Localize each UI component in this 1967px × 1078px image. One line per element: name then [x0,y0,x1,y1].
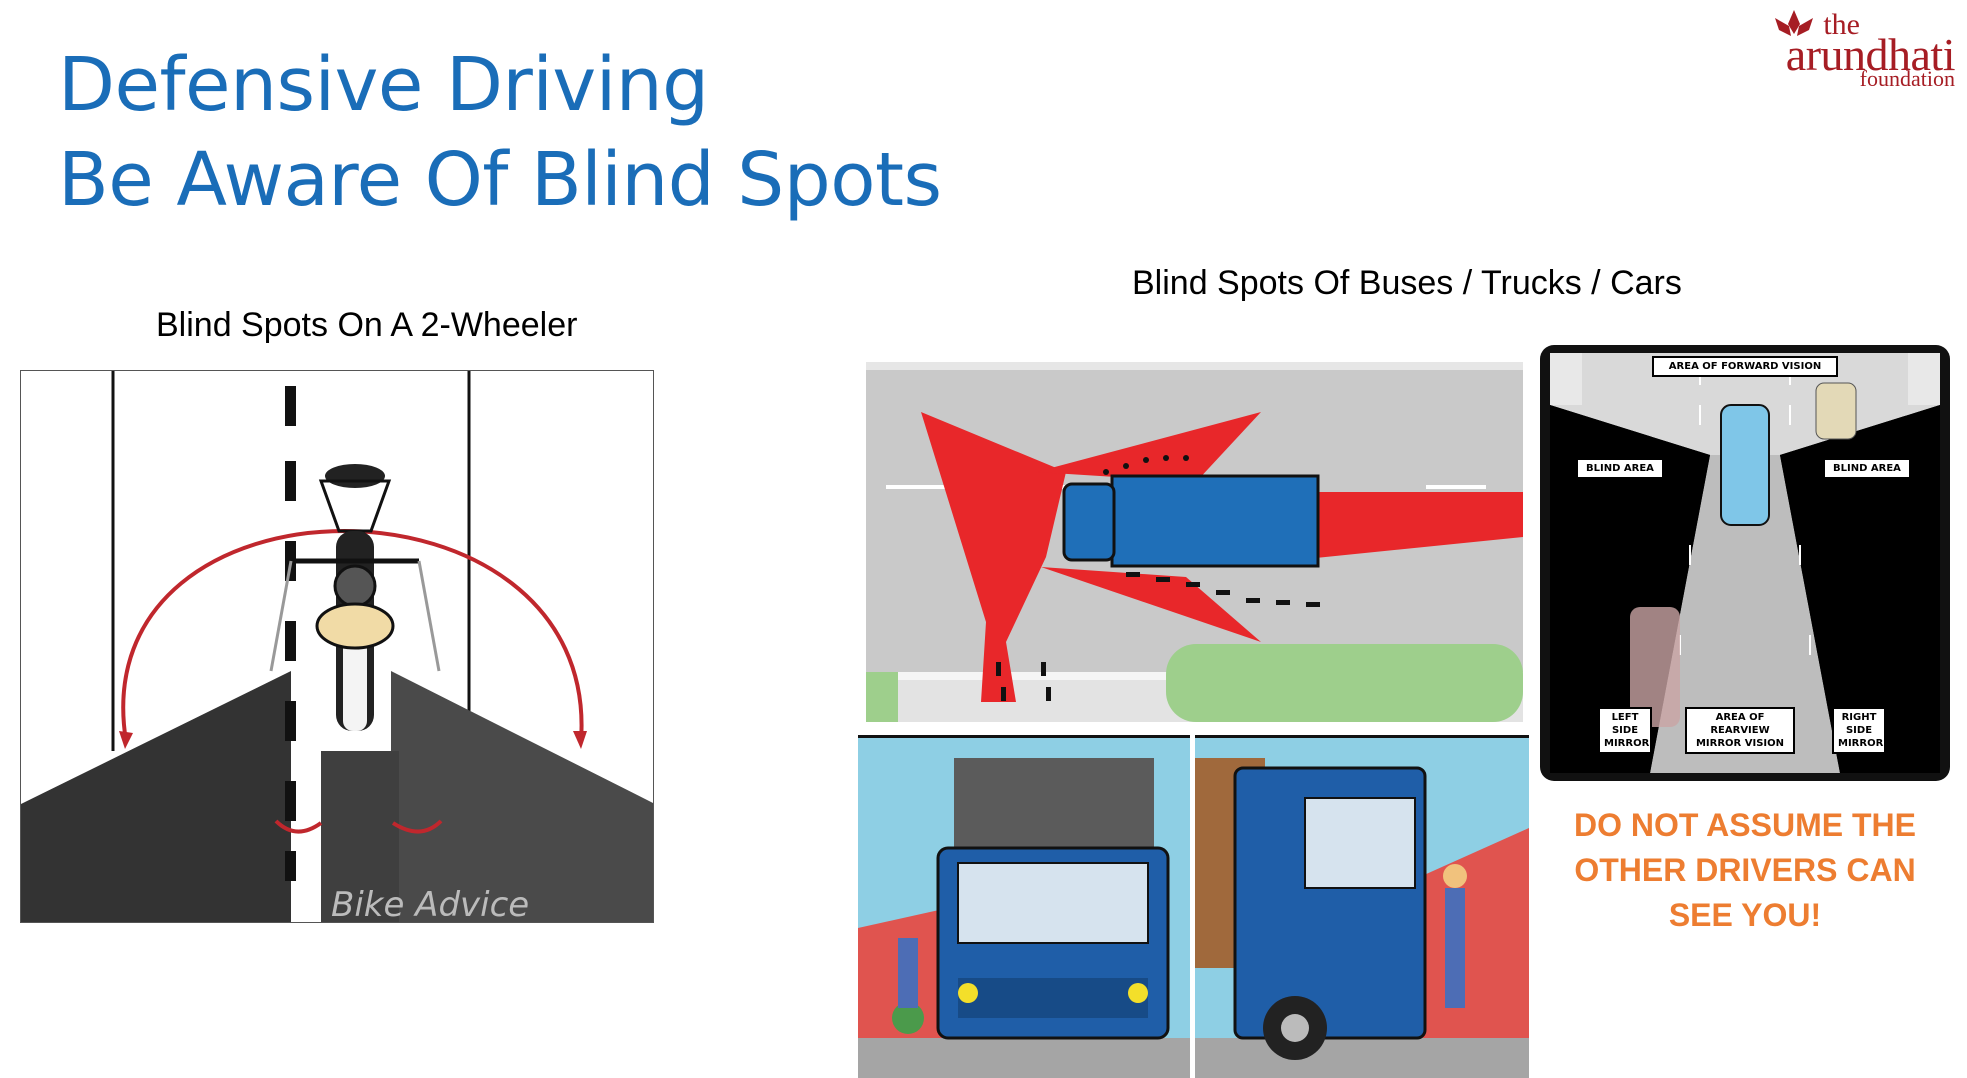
blind-area-right-label: BLIND AREA [1823,458,1911,479]
lotus-icon [1775,10,1813,36]
bike-advice-watermark: Bike Advice [331,885,529,923]
slide-title-line-2: Be Aware Of Blind Spots [58,137,942,223]
forward-vision-label: AREA OF FORWARD VISION [1652,356,1838,377]
logo-name: arundhati [1785,29,1956,80]
logo-foundation: foundation [1859,66,1955,91]
truck-side-blind-zone-illustration [1195,735,1529,1078]
logo-the: the [1823,8,1860,41]
two-wheeler-blind-spot-diagram: Bike Advice [20,370,654,923]
two-wheeler-caption: Blind Spots On A 2-Wheeler [156,306,578,344]
truck-front-blind-zone-illustration [858,735,1190,1078]
rearview-mirror-label: AREA OF REARVIEW MIRROR VISION [1685,707,1795,754]
left-side-mirror-label: LEFT SIDE MIRROR [1598,707,1652,754]
motorcycle-rider-icon [269,464,441,731]
car-blind-area-diagram: AREA OF FORWARD VISION BLIND AREA BLIND … [1540,345,1950,781]
truck-overhead-blind-zone-diagram [866,362,1523,722]
blind-area-left-label: BLIND AREA [1576,458,1664,479]
right-side-mirror-label: RIGHT SIDE MIRROR [1832,707,1886,754]
slide-title-line-1: Defensive Driving [58,42,709,128]
arundhati-foundation-logo: the arundhati foundation [1765,6,1956,91]
car-icon [1720,404,1770,526]
warning-message: DO NOT ASSUME THE OTHER DRIVERS CAN SEE … [1574,807,1916,933]
large-vehicle-caption: Blind Spots Of Buses / Trucks / Cars [1132,264,1682,302]
